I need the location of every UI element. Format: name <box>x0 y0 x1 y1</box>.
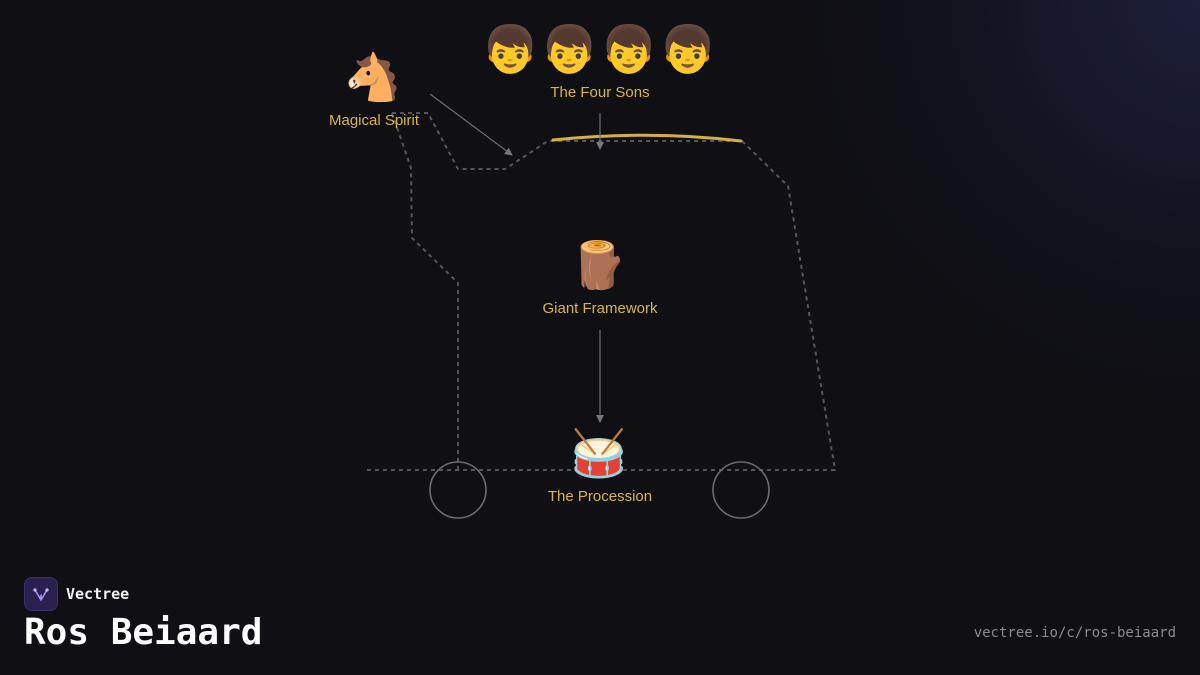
brand-name: Vectree <box>66 585 130 603</box>
node-label: The Procession <box>547 488 653 505</box>
horse-icon: 🐴 <box>344 51 404 103</box>
node-label: Magical Spirit <box>328 112 420 129</box>
brand: Vectree <box>24 577 129 611</box>
node-giant-framework[interactable]: 🪵 Giant Framework <box>542 238 657 317</box>
right-wheel <box>712 461 770 519</box>
node-magical-spirit[interactable]: 🐴 Magical Spirit <box>329 50 419 129</box>
node-four-sons[interactable]: 👦👦👦👦 The Four Sons <box>481 22 718 101</box>
source-url[interactable]: vectree.io/c/ros-beiaard <box>973 625 1176 641</box>
node-label: Giant Framework <box>542 300 658 317</box>
node-procession[interactable]: 🥁 The Procession <box>548 426 652 505</box>
wood-log-icon: 🪵 <box>570 239 630 291</box>
drum-icon: 🥁 <box>570 427 630 479</box>
left-wheel <box>429 461 487 519</box>
boys-icon: 👦👦👦👦 <box>481 23 719 75</box>
node-label: The Four Sons <box>550 84 650 101</box>
saddle-arc <box>551 133 743 143</box>
horse-outline <box>365 112 837 471</box>
arrow-spirit-to-body <box>429 93 513 156</box>
vectree-logo-icon <box>24 577 58 611</box>
page-title: Ros Beiaard <box>24 612 263 653</box>
